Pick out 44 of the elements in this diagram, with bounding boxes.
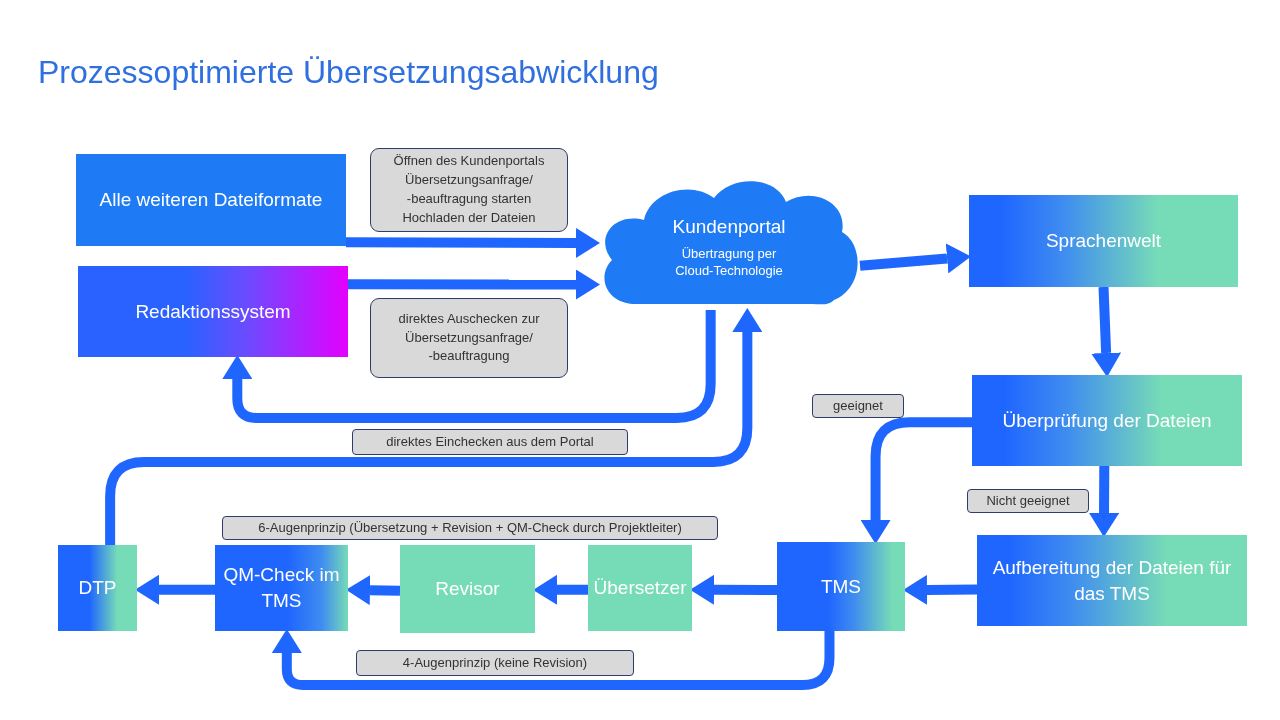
arrow <box>1089 465 1120 537</box>
process-box <box>78 266 348 357</box>
arrow <box>346 227 600 258</box>
edge-label: geeignet <box>812 394 904 418</box>
edge-label: 4-Augenprinzip (keine Revision) <box>356 650 634 676</box>
process-box <box>58 545 137 631</box>
node-label: Alle weiteren Dateiformate <box>99 188 323 213</box>
node-label: Aufbereitung der Dateien für das TMS <box>991 555 1233 606</box>
arrow <box>222 310 716 423</box>
arrow <box>690 574 777 605</box>
edge-label: Nicht geeignet <box>967 489 1089 513</box>
arrow <box>135 574 215 605</box>
node-label: Übersetzer <box>593 576 687 601</box>
note-label: 6-Augenprinzip (Übersetzung + Revision + QM-Check durch Projektleiter) <box>222 516 718 540</box>
process-box <box>215 545 348 631</box>
node-label: TMS <box>820 574 862 599</box>
edge-label: direktes Einchecken aus dem Portal <box>352 429 628 455</box>
process-box <box>977 535 1247 626</box>
process-box <box>972 375 1242 466</box>
node-subtext: Übertragung per Cloud-Technologie <box>674 245 784 280</box>
diagram-title: Prozessoptimierte Übersetzungsabwicklung <box>38 54 659 91</box>
arrow <box>903 574 978 605</box>
node-label: QM-Check im TMS <box>222 563 341 613</box>
process-box <box>777 542 905 631</box>
arrow <box>105 308 763 545</box>
edge-label: direktes Auschecken zur Übersetzungsanfrage/ -beauftragung <box>370 298 568 378</box>
process-box <box>76 154 346 246</box>
arrow <box>860 417 972 544</box>
node-label: Kundenportal <box>672 215 786 240</box>
node-label: DTP <box>78 576 117 601</box>
node-label: Überprüfung der Dateien <box>1002 408 1212 433</box>
node-label: Revisor <box>435 577 500 602</box>
arrow <box>346 575 401 606</box>
arrow <box>533 574 588 605</box>
node-label: Redaktionssystem <box>135 299 291 324</box>
arrow <box>859 243 971 274</box>
process-box <box>400 545 535 633</box>
edge-label: Öffnen des Kundenportals Übersetzungsanfrage/ -beauftragung starten Hochladen der Dateien <box>370 148 568 232</box>
arrow <box>1091 286 1122 377</box>
process-box <box>588 545 692 631</box>
process-box <box>969 195 1238 287</box>
node-label: Sprachenwelt <box>1045 229 1162 254</box>
arrow <box>271 629 835 690</box>
arrow <box>348 269 600 300</box>
